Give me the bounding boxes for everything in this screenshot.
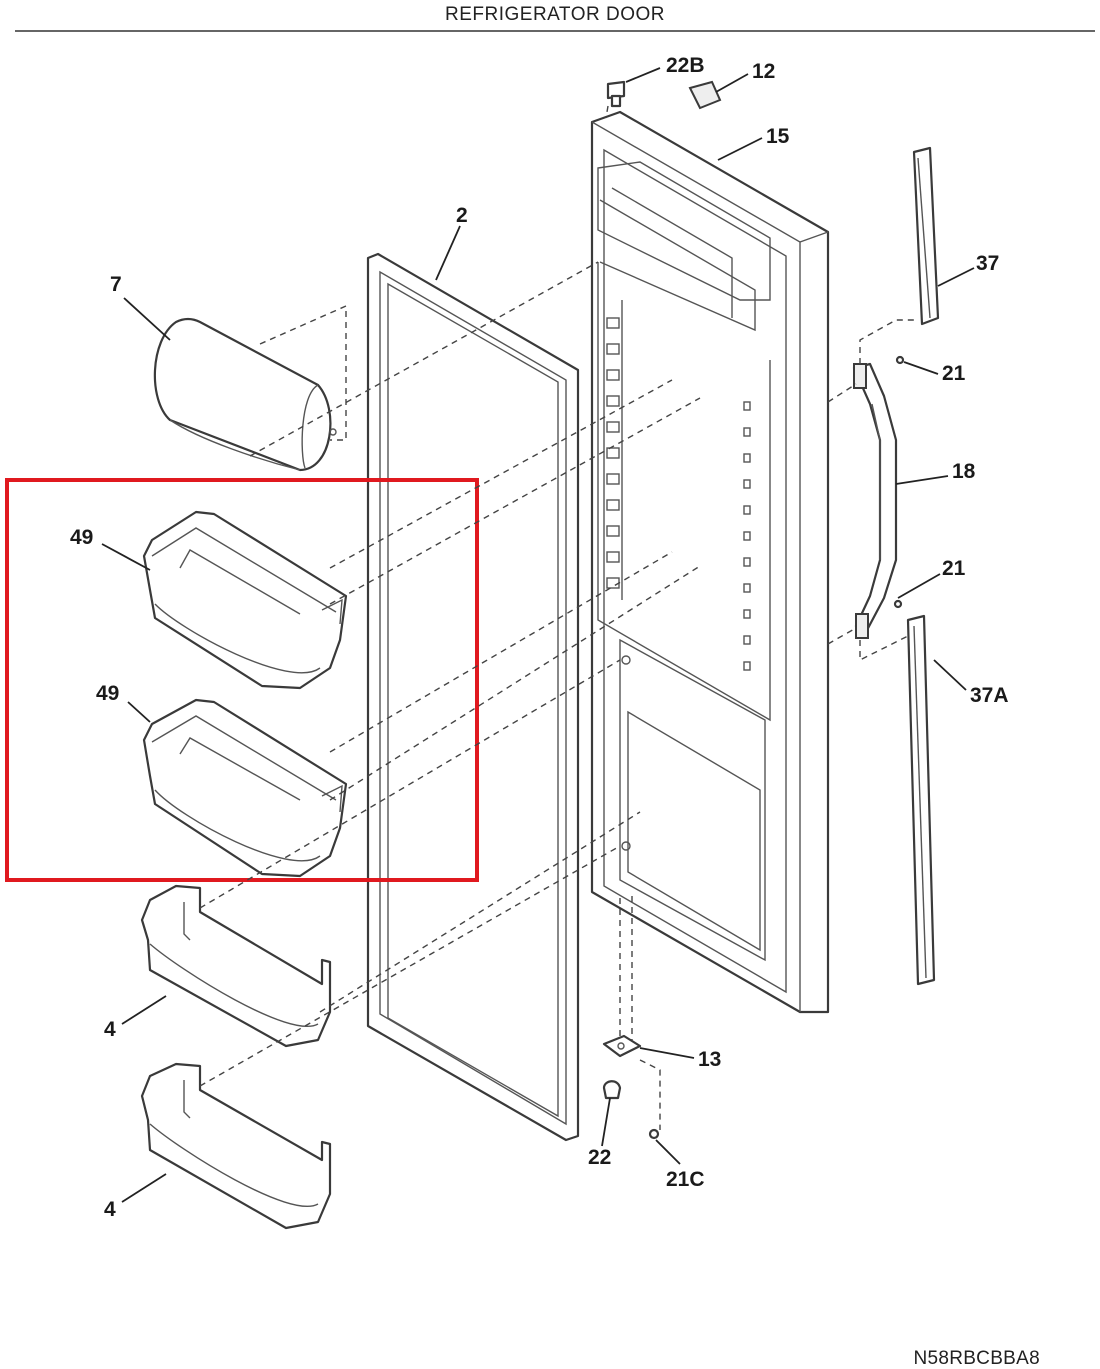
shelf-notches — [606, 317, 751, 671]
callout-2: 2 — [456, 204, 468, 227]
callout-12: 12 — [752, 60, 775, 83]
callout-49-upper: 49 — [70, 526, 93, 549]
hinge-cover-12[interactable] — [688, 80, 722, 110]
callout-18: 18 — [952, 460, 976, 483]
diagram-code: N58RBCBBA8 — [913, 1348, 1040, 1369]
callout-labels: 22B 12 15 2 7 37 21 18 49 21 49 37A 4 13… — [70, 54, 1009, 1221]
screw-21C[interactable] — [648, 1128, 660, 1140]
door-shelf-4-upper[interactable] — [140, 884, 332, 1048]
door-bin-49-lower[interactable] — [142, 698, 348, 878]
callout-7: 7 — [110, 273, 122, 296]
callout-15: 15 — [766, 125, 790, 148]
callout-21-upper: 21 — [942, 362, 966, 385]
door-liner-part[interactable] — [590, 110, 830, 1014]
callout-21-lower: 21 — [942, 557, 966, 580]
assembly-lines — [199, 105, 914, 1130]
door-gasket-part[interactable] — [366, 252, 580, 1142]
door-handle-part[interactable] — [852, 362, 898, 639]
door-shelf-4-lower[interactable] — [140, 1062, 332, 1230]
dairy-bin-part[interactable] — [153, 317, 337, 472]
screw-21-lower[interactable] — [893, 599, 903, 609]
hinge-bushing-22[interactable] — [602, 1080, 622, 1100]
diagram-title: REFRIGERATOR DOOR — [445, 4, 665, 25]
callout-37A: 37A — [970, 684, 1009, 707]
lower-trim-part[interactable] — [906, 614, 936, 986]
callout-13: 13 — [698, 1048, 721, 1071]
leader-lines — [101, 67, 975, 1203]
callout-4-upper: 4 — [104, 1018, 116, 1041]
bottom-hinge-13[interactable] — [602, 1034, 642, 1058]
callout-4-lower: 4 — [104, 1198, 116, 1221]
door-bin-49-upper[interactable] — [142, 510, 348, 690]
upper-trim-part[interactable] — [912, 146, 940, 326]
hinge-pin-22B[interactable] — [606, 80, 626, 108]
callout-37: 37 — [976, 252, 999, 275]
callout-21C: 21C — [666, 1168, 705, 1191]
highlight-box — [5, 478, 479, 882]
callout-49-lower: 49 — [96, 682, 119, 705]
screw-21-upper[interactable] — [895, 355, 905, 365]
callout-22: 22 — [588, 1146, 611, 1169]
callout-22B: 22B — [666, 54, 705, 77]
